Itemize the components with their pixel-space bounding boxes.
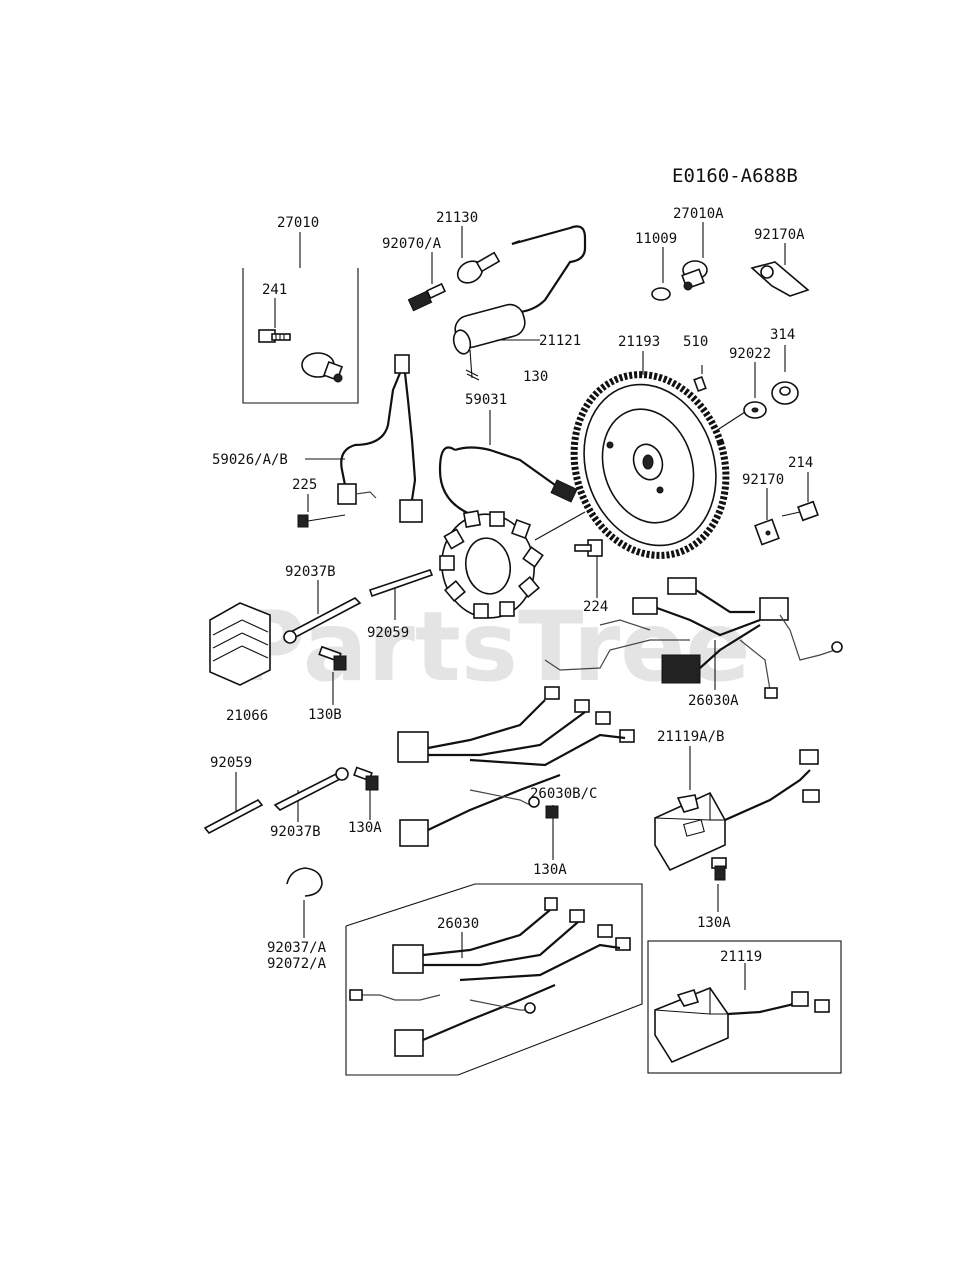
- label-130a-mid: 130A: [533, 862, 567, 878]
- nut-icon: [771, 381, 799, 405]
- harness-59026-group: [305, 354, 423, 523]
- label-92022: 92022: [729, 346, 771, 362]
- label-92059-top: 92059: [367, 625, 409, 641]
- pressure-switch-a-icon: [681, 260, 708, 291]
- regulator-group: [209, 569, 434, 705]
- label-92059-low: 92059: [210, 755, 252, 771]
- label-130a-left: 130A: [348, 820, 382, 836]
- label-27010: 27010: [277, 215, 319, 231]
- harness-bc-connector-icon: [397, 731, 429, 763]
- label-21119: 21119: [720, 949, 762, 965]
- label-314: 314: [770, 327, 795, 343]
- circlip-group: [286, 867, 323, 938]
- harness-26030a-group: [544, 577, 843, 699]
- label-92037b-low: 92037B: [270, 824, 321, 840]
- pressure-switch-icon: [301, 352, 343, 383]
- label-26030a: 26030A: [688, 693, 739, 709]
- label-11009: 11009: [635, 231, 677, 247]
- label-21066: 21066: [226, 708, 268, 724]
- bolt-224-group: [574, 539, 603, 598]
- label-21119ab: 21119A/B: [657, 729, 724, 745]
- connector-a-icon: [667, 577, 697, 595]
- ignition-coil-icon: [452, 303, 526, 381]
- label-26030bc: 26030B/C: [530, 786, 597, 802]
- label-92170: 92170: [742, 472, 784, 488]
- harness-plug-icon: [399, 499, 423, 523]
- label-92037a: 92037/A: [267, 940, 327, 956]
- ignition-module-ab-icon: [654, 791, 726, 872]
- bolt-130b-icon: [318, 645, 347, 671]
- label-241: 241: [262, 282, 287, 298]
- flywheel-group: [534, 345, 799, 559]
- oil-pressure-switch-group: [242, 232, 359, 404]
- stator-icon: [439, 509, 544, 619]
- ignition-module-box: [647, 940, 842, 1074]
- plug-cap-icon: [456, 251, 501, 284]
- harness-26030-connector-icon: [392, 944, 424, 974]
- label-21130: 21130: [436, 210, 478, 226]
- connector-c-icon: [661, 654, 701, 684]
- label-130b: 130B: [308, 707, 342, 723]
- harness-terminal-icon: [337, 483, 357, 505]
- label-59026ab: 59026/A/B: [212, 452, 288, 468]
- harness-connector-icon: [394, 354, 410, 374]
- label-225: 225: [292, 477, 317, 493]
- washer-icon: [743, 401, 767, 419]
- label-130a-right: 130A: [697, 915, 731, 931]
- harness-bc-plug-icon: [399, 819, 429, 847]
- key-icon: [693, 375, 707, 393]
- pin-icon: [368, 569, 434, 598]
- label-510: 510: [683, 334, 708, 350]
- harness-26030-box: [345, 883, 643, 1076]
- bolt-130a-left-icon: [353, 766, 379, 791]
- label-21121: 21121: [539, 333, 581, 349]
- label-27010a: 27010A: [673, 206, 724, 222]
- stator-connector-icon: [550, 479, 578, 503]
- ignition-module-icon: [654, 987, 729, 1064]
- oring-icon: [651, 287, 671, 301]
- ignition-coil-group: [407, 225, 587, 381]
- bolt-icon: [258, 329, 291, 343]
- connector-b-icon: [759, 597, 789, 621]
- label-214: 214: [788, 455, 813, 471]
- lower-rods-group: [203, 766, 379, 835]
- harness-26030bc-group: [397, 686, 635, 860]
- screw-225: [297, 494, 346, 528]
- label-92072a: 92072/A: [267, 956, 327, 972]
- flywheel-icon: [570, 371, 730, 559]
- harness-26030-plug-icon: [394, 1029, 424, 1057]
- diagram-code: E0160-A688B: [672, 165, 798, 187]
- ignition-module-ab-group: [654, 746, 820, 912]
- bolt-214-group: [754, 472, 819, 546]
- spark-plug-icon: [407, 282, 447, 312]
- label-224: 224: [583, 599, 608, 615]
- regulator-icon: [209, 602, 271, 686]
- circlip-icon: [286, 867, 323, 897]
- label-92070a: 92070/A: [382, 236, 442, 252]
- label-92170a: 92170A: [754, 227, 805, 243]
- label-130: 130: [523, 369, 548, 385]
- label-59031: 59031: [465, 392, 507, 408]
- oil-switch-a-group: [651, 222, 810, 301]
- stator-group: [438, 410, 578, 619]
- label-92037b-top: 92037B: [285, 564, 336, 580]
- bracket-clip-icon: [750, 261, 810, 297]
- label-26030: 26030: [437, 916, 479, 932]
- label-21193: 21193: [618, 334, 660, 350]
